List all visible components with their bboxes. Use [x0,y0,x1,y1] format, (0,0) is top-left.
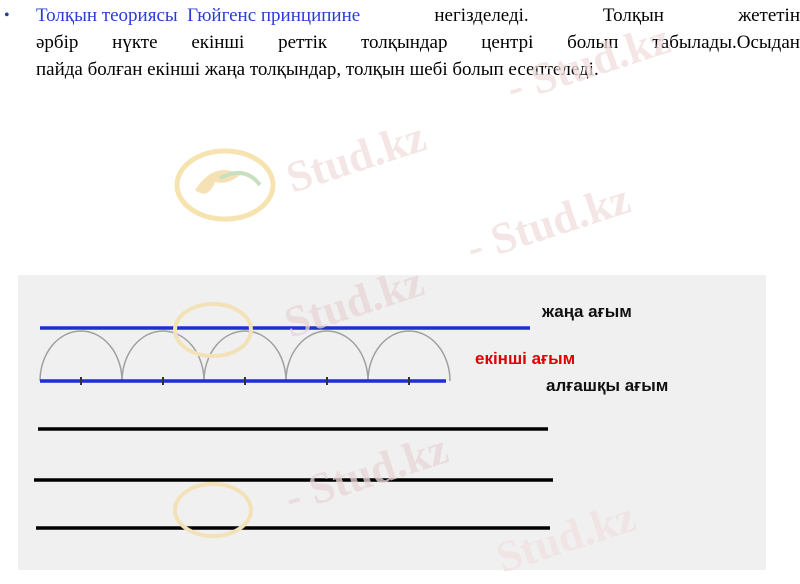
label-initial-front: алғашқы ағым [546,376,669,395]
line2-word: толқындар [360,32,448,53]
watermark-text: Stud.kz [280,111,432,203]
bullet-dot: • [4,7,10,24]
bullet-line-2: әрбір нүкте екінші реттік толқындар цент… [0,29,800,56]
line1-word-3: жететін [738,5,800,26]
wavefront-diagram: Stud.kz - Stud.kz жаңа ағым екінші ағым … [18,257,766,570]
bullet-paragraph: • Толқын теориясы Гюйгенс принципине нег… [0,2,800,83]
watermark-text-dash: - Stud.kz [460,173,636,273]
principle-link-text: Толқын теориясы Гюйгенс принципине [36,5,361,26]
bullet-line-3: пайда болған екінші жаңа толқындар, толқ… [0,56,800,83]
line3-text: пайда болған екінші жаңа толқындар, толқ… [36,59,599,80]
wavelet-arc [39,330,123,382]
wavefront-svg [34,326,553,530]
line2-word: табылады.Осыдан [652,32,800,53]
wavelet-arc [285,330,369,382]
line2-word: нүкте [112,32,158,53]
wavelet-arc [121,330,205,382]
label-secondary-wavelets: екінші ағым [475,349,576,368]
secondary-wavelet-arcs [39,330,451,382]
line2-word: екінші [191,32,245,53]
wavelet-source-ticks [80,377,410,385]
wavelet-arc [203,330,287,382]
label-new-front: жаңа ағым [542,302,632,321]
watermark-logo-icon [174,148,276,222]
line1-word-1: негізделеді. [434,5,529,26]
line2-word: болып [567,32,619,53]
line2-word: әрбір [36,32,79,53]
bullet-line-1: • Толқын теориясы Гюйгенс принципине нег… [0,2,800,29]
watermark-top: Stud.kz - Stud.kz [170,14,676,222]
watermark-mid: - Stud.kz [460,174,680,273]
line1-word-2: Толқын [602,5,664,26]
line2-word: реттік [278,32,328,53]
wavelet-arc [367,330,451,382]
line2-word: центрі [481,32,534,53]
